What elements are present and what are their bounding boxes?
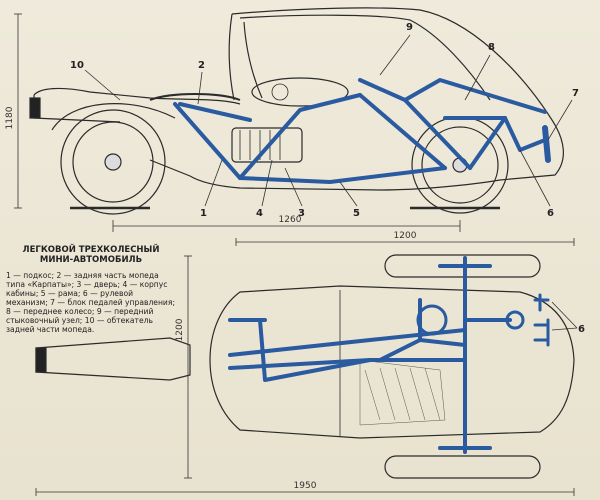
dim-length-side: 1260 <box>279 215 302 225</box>
plan-wheel-right <box>384 455 541 479</box>
side-dimensions <box>14 13 461 232</box>
callout-7: 7 <box>572 88 579 99</box>
fuel-tank <box>251 77 349 107</box>
tail-fairing <box>33 87 241 105</box>
callout-2: 2 <box>198 60 205 71</box>
callout-3: 3 <box>298 208 305 219</box>
callout-6: 6 <box>547 208 554 219</box>
plan-tail-fairing <box>35 337 191 381</box>
callout-9: 9 <box>406 22 413 33</box>
dim-height-side: 1180 <box>5 106 15 129</box>
engine <box>231 127 303 163</box>
callout-1: 1 <box>200 208 207 219</box>
legend-title-line1: ЛЕГКОВОЙ ТРЕХКОЛЕСНЫЙ <box>22 245 160 255</box>
callout-leaders <box>84 34 573 207</box>
callout-10: 10 <box>70 60 84 71</box>
plan-view <box>35 254 575 479</box>
frame-plan <box>228 256 550 454</box>
dim-length-plan: 1950 <box>294 481 317 491</box>
rear-wheel <box>60 109 166 215</box>
plan-dimensions <box>35 238 575 496</box>
legend-body: 1 — подкос; 2 — задняя часть мопеда типа… <box>6 271 175 334</box>
plan-cabin <box>209 285 575 439</box>
cabin-body <box>149 7 564 191</box>
plan-wheel-left <box>384 254 541 278</box>
callout-8: 8 <box>488 42 495 53</box>
side-view <box>29 7 564 215</box>
plan-callout-6: 6 <box>578 324 585 335</box>
dim-track-plan: 1200 <box>175 318 185 341</box>
legend: ЛЕГКОВОЙ ТРЕХКОЛЕСНЫЙ МИНИ-АВТОМОБИЛЬ 1 … <box>6 245 176 334</box>
legend-title-line2: МИНИ-АВТОМОБИЛЬ <box>39 255 143 265</box>
dim-width-plan: 1200 <box>394 231 417 241</box>
callout-5: 5 <box>353 208 360 219</box>
callout-4: 4 <box>256 208 263 219</box>
plan-callout-leaders <box>551 301 578 331</box>
frame-side <box>173 78 551 184</box>
